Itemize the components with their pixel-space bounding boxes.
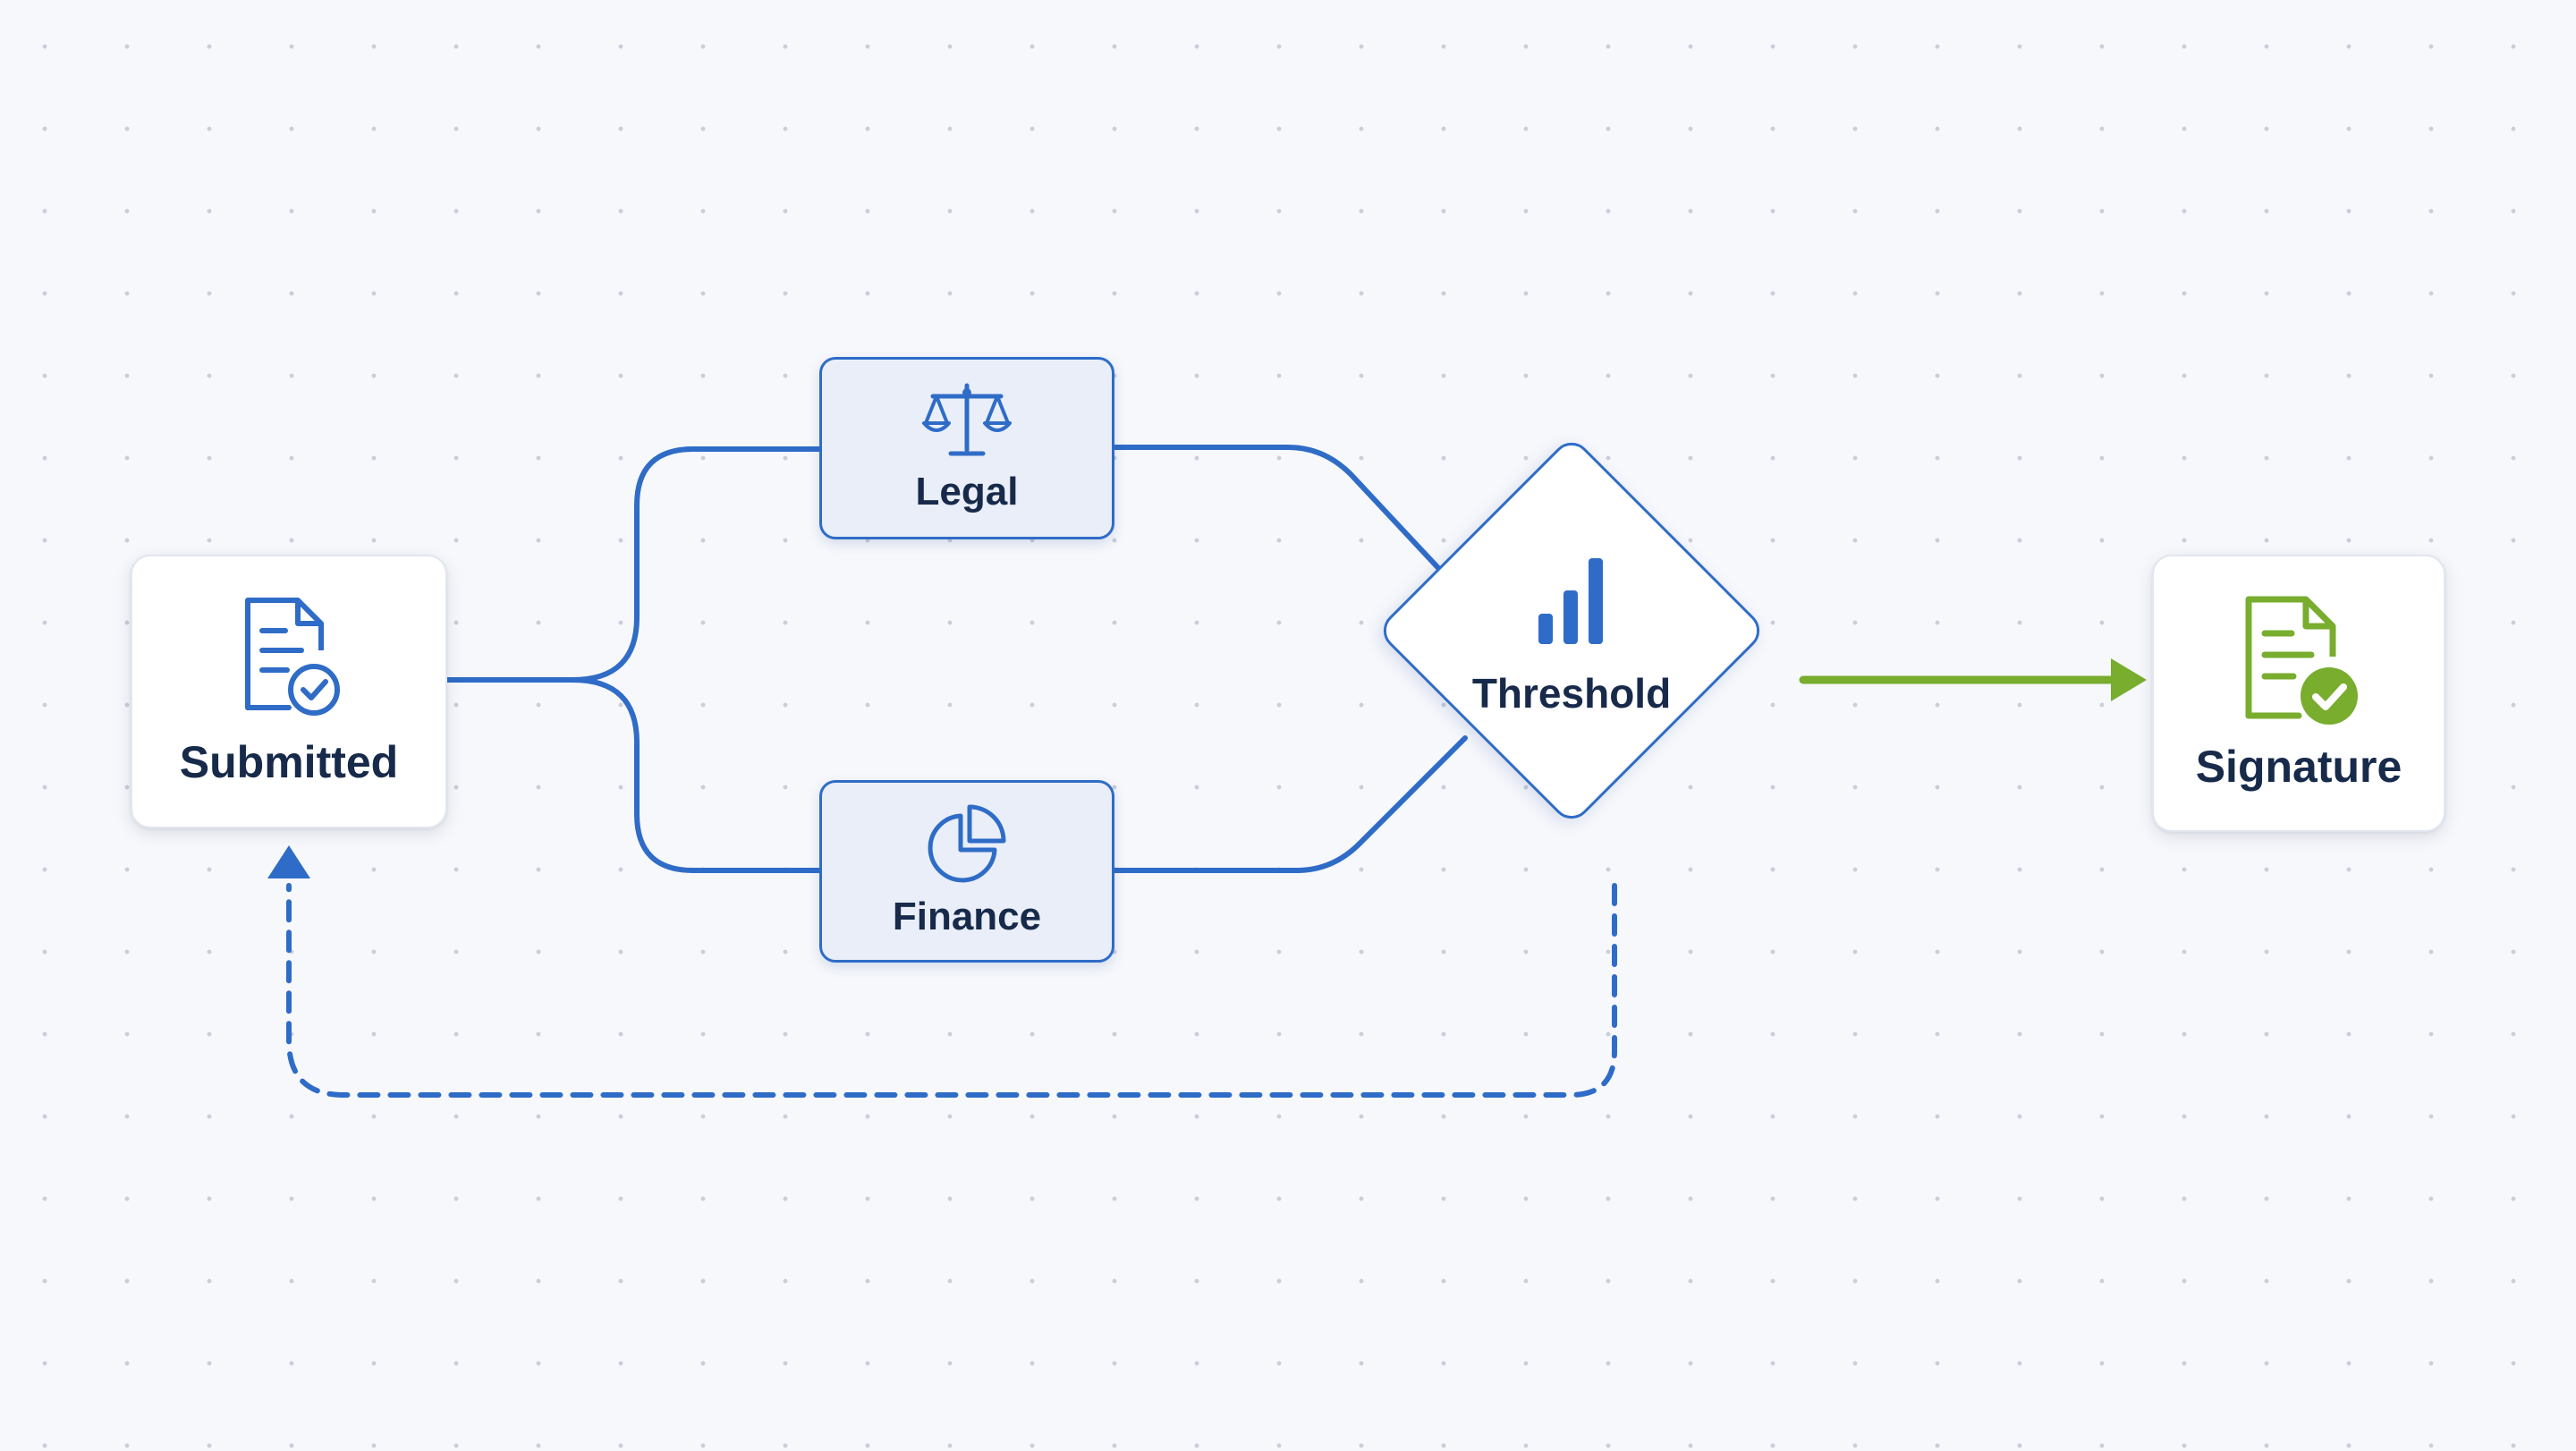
edge-submitted-finance [570,677,824,873]
node-threshold-label: Threshold [1471,670,1672,717]
document-check-icon [245,598,340,716]
node-finance-label: Finance [892,895,1042,938]
pie-chart-icon [928,804,1006,883]
arrowhead-submitted [267,845,310,878]
edge-submitted-legal [445,446,824,683]
edge-threshold-submitted [286,883,1617,1098]
node-finance[interactable]: Finance [819,780,1114,963]
node-signature-label: Signature [2195,742,2402,792]
edge-legal-threshold [1110,445,1480,613]
scales-icon [922,383,1012,456]
node-legal-label: Legal [915,470,1019,513]
node-submitted[interactable]: Submitted [131,555,447,828]
edge-finance-threshold [1110,735,1468,873]
arrowhead-signature [2111,658,2147,701]
node-submitted-label: Submitted [179,737,399,787]
document-check-icon [2245,596,2358,725]
node-threshold-content: Threshold [1437,555,1706,769]
bar-chart-icon [1538,558,1603,644]
node-legal[interactable]: Legal [819,357,1114,539]
node-signature[interactable]: Signature [2152,555,2445,832]
